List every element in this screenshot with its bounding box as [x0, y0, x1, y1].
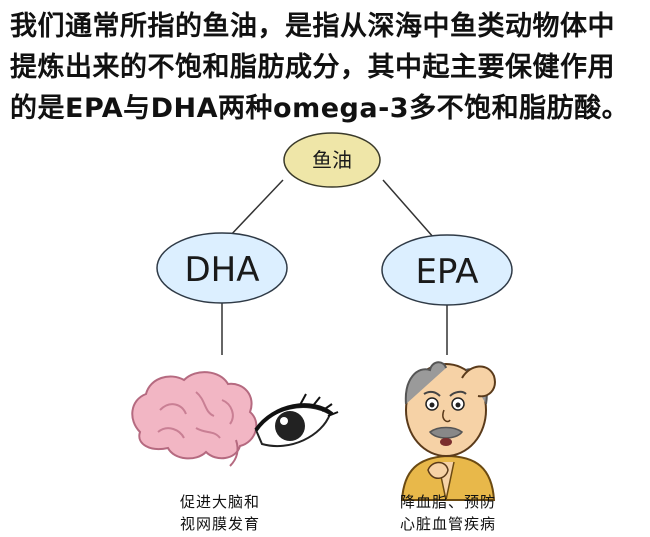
dha-caption: 促进大脑和 视网膜发育 — [150, 491, 290, 535]
connector-root-epa — [382, 179, 435, 239]
intro-paragraph: 我们通常所指的鱼油，是指从深海中鱼类动物体中 提炼出来的不饱和脂肪成分，其中起主… — [10, 6, 646, 129]
intro-line-3: 的是EPA与DHA两种omega-3多不饱和脂肪酸。 — [10, 93, 630, 124]
elderly-man-icon — [400, 361, 496, 501]
dha-node: DHA — [156, 232, 288, 304]
dha-caption-line-2: 视网膜发育 — [179, 515, 260, 533]
dha-caption-line-1: 促进大脑和 — [179, 493, 260, 511]
dha-node-label: DHA — [184, 250, 259, 290]
epa-node: EPA — [381, 234, 513, 306]
eye-icon — [254, 393, 339, 448]
epa-caption-line-1: 降血脂、预防 — [399, 493, 496, 511]
intro-line-1: 我们通常所指的鱼油，是指从深海中鱼类动物体中 — [10, 11, 615, 42]
root-node: 鱼油 — [283, 132, 381, 188]
epa-caption: 降血脂、预防 心脏血管疾病 — [378, 491, 518, 535]
connector-root-dha — [227, 179, 284, 239]
epa-caption-line-2: 心脏血管疾病 — [399, 515, 496, 533]
intro-line-2: 提炼出来的不饱和脂肪成分，其中起主要保健作用 — [10, 52, 615, 83]
root-node-label: 鱼油 — [312, 148, 352, 172]
brain-icon — [131, 371, 258, 467]
epa-node-label: EPA — [415, 252, 478, 292]
